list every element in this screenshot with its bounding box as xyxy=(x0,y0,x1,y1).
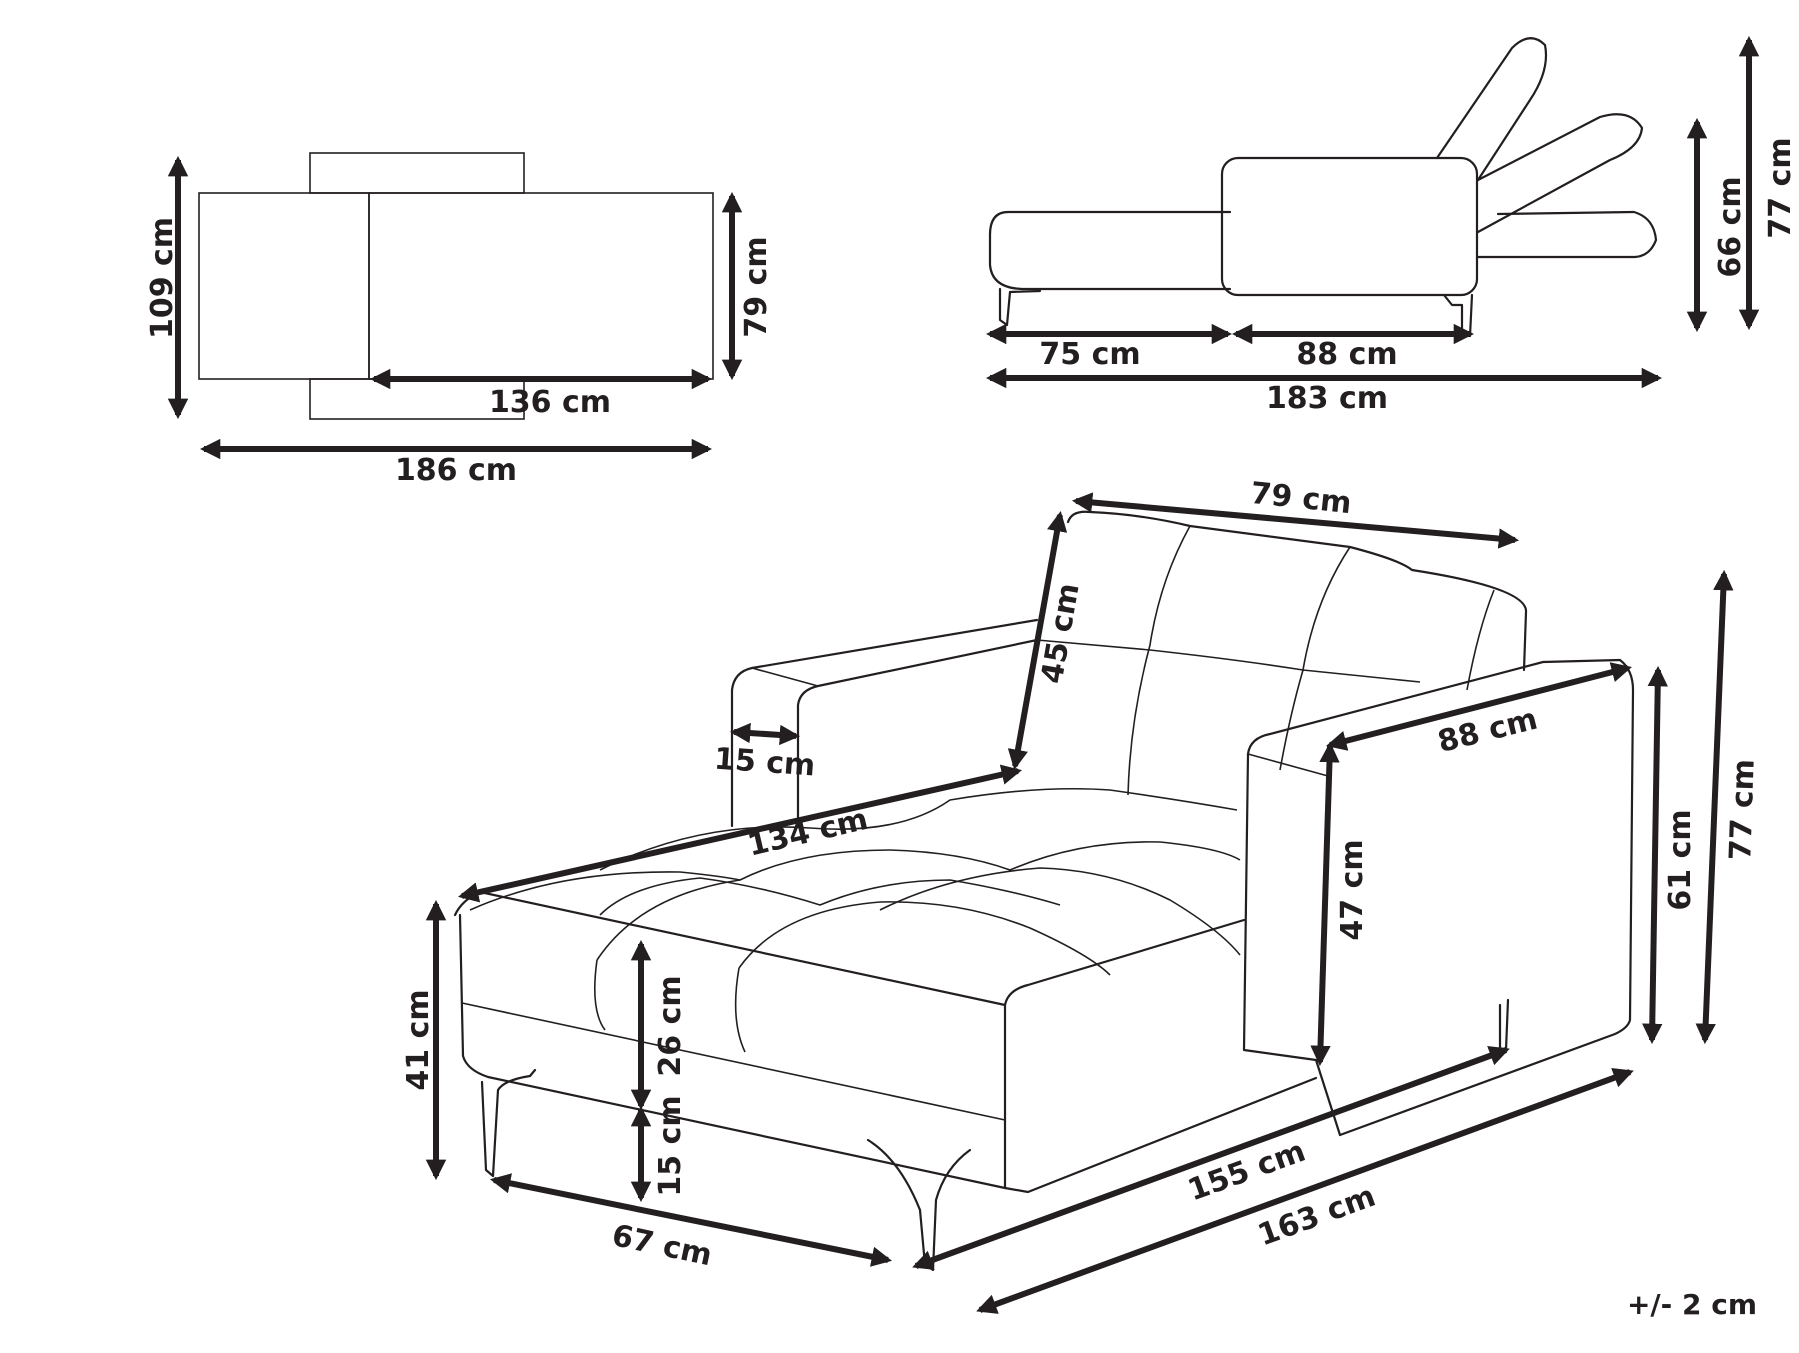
backrest-outline xyxy=(198,192,370,380)
armrest-top-outline xyxy=(309,152,525,194)
label-109cm: 109 cm xyxy=(145,217,180,339)
backrest-seam-left xyxy=(1127,525,1191,796)
label-77cm-side: 77 cm xyxy=(1763,137,1798,238)
seat-cushion-row-back xyxy=(599,787,1238,871)
seat-right-top-edge xyxy=(1003,918,1246,1007)
perspective-view: 79 cm 45 cm 15 cm 134 cm 88 cm 47 cm 61 … xyxy=(401,476,1762,1314)
dim-arrow-47 xyxy=(1310,741,1340,1067)
backrest-position-mid xyxy=(1476,113,1644,234)
dim-arrow-67 xyxy=(490,1173,892,1267)
left-armrest-top-edge xyxy=(751,667,819,687)
label-61cm: 61 cm xyxy=(1663,809,1698,910)
tolerance-note: +/- 2 cm xyxy=(1627,1288,1757,1321)
seat-top-front-edge xyxy=(453,890,1007,1007)
front-leg xyxy=(998,287,1042,327)
top-view: 109 cm 79 cm 136 cm 186 cm xyxy=(145,152,774,488)
label-15cm-armrest: 15 cm xyxy=(713,742,816,784)
backrest-seam-horizontal xyxy=(1036,639,1421,683)
label-79cm: 79 cm xyxy=(739,236,774,337)
footrest-outline xyxy=(988,210,1232,291)
label-88cm-armrest: 88 cm xyxy=(1434,702,1541,760)
label-47cm: 47 cm xyxy=(1335,839,1370,940)
seat-front-cushion-curve-1 xyxy=(593,959,606,1031)
dim-arrow-45 xyxy=(1007,510,1068,771)
side-view: 75 cm 88 cm 183 cm 66 cm 77 cm xyxy=(985,35,1798,416)
label-67cm: 67 cm xyxy=(609,1218,715,1273)
dim-arrow-61 xyxy=(1642,665,1668,1045)
rear-leg xyxy=(1442,293,1474,338)
label-183cm: 183 cm xyxy=(1266,381,1388,416)
label-26cm: 26 cm xyxy=(653,975,688,1076)
dim-arrow-163 xyxy=(976,1068,1634,1314)
dim-arrow-88-armrest xyxy=(1326,662,1632,751)
seat-block-outline xyxy=(1220,156,1479,297)
seat-cushion-front-1 xyxy=(596,879,741,961)
seat-cushion-front-2 xyxy=(738,901,1111,976)
label-134cm: 134 cm xyxy=(744,802,871,864)
label-88cm: 88 cm xyxy=(1296,337,1397,372)
seat-front-cushion-curve-2 xyxy=(734,967,746,1053)
left-armrest-inner xyxy=(796,638,1039,828)
backrest-position-upright xyxy=(1435,37,1548,182)
label-136cm: 136 cm xyxy=(489,385,611,420)
backrest-position-flat xyxy=(1476,210,1658,259)
seat-cushion-row-middle xyxy=(469,841,1241,911)
label-41cm: 41 cm xyxy=(401,989,436,1090)
label-186cm: 186 cm xyxy=(395,453,517,488)
label-75cm: 75 cm xyxy=(1039,337,1140,372)
dim-arrow-15-armrest xyxy=(729,722,801,746)
leg-front-left xyxy=(480,1068,537,1178)
label-77cm-total: 77 cm xyxy=(1723,758,1762,860)
label-66cm: 66 cm xyxy=(1713,176,1748,277)
label-15cm-leg: 15 cm xyxy=(653,1095,688,1196)
dim-arrow-134 xyxy=(458,764,1022,903)
seat-front-seam xyxy=(461,1002,1006,1121)
left-armrest-outer xyxy=(730,618,1039,828)
seat-outline xyxy=(368,192,714,380)
seat-front-face xyxy=(458,913,1007,1190)
leg-rear-right xyxy=(1498,998,1510,1052)
dim-arrow-77-total xyxy=(1695,569,1734,1045)
right-armrest-top-edge xyxy=(1247,753,1329,777)
backrest-seam-right xyxy=(1279,546,1351,771)
label-163cm: 163 cm xyxy=(1253,1179,1380,1254)
label-79cm-backrest: 79 cm xyxy=(1249,476,1353,521)
dim-arrow-79-backrest xyxy=(1071,492,1520,549)
